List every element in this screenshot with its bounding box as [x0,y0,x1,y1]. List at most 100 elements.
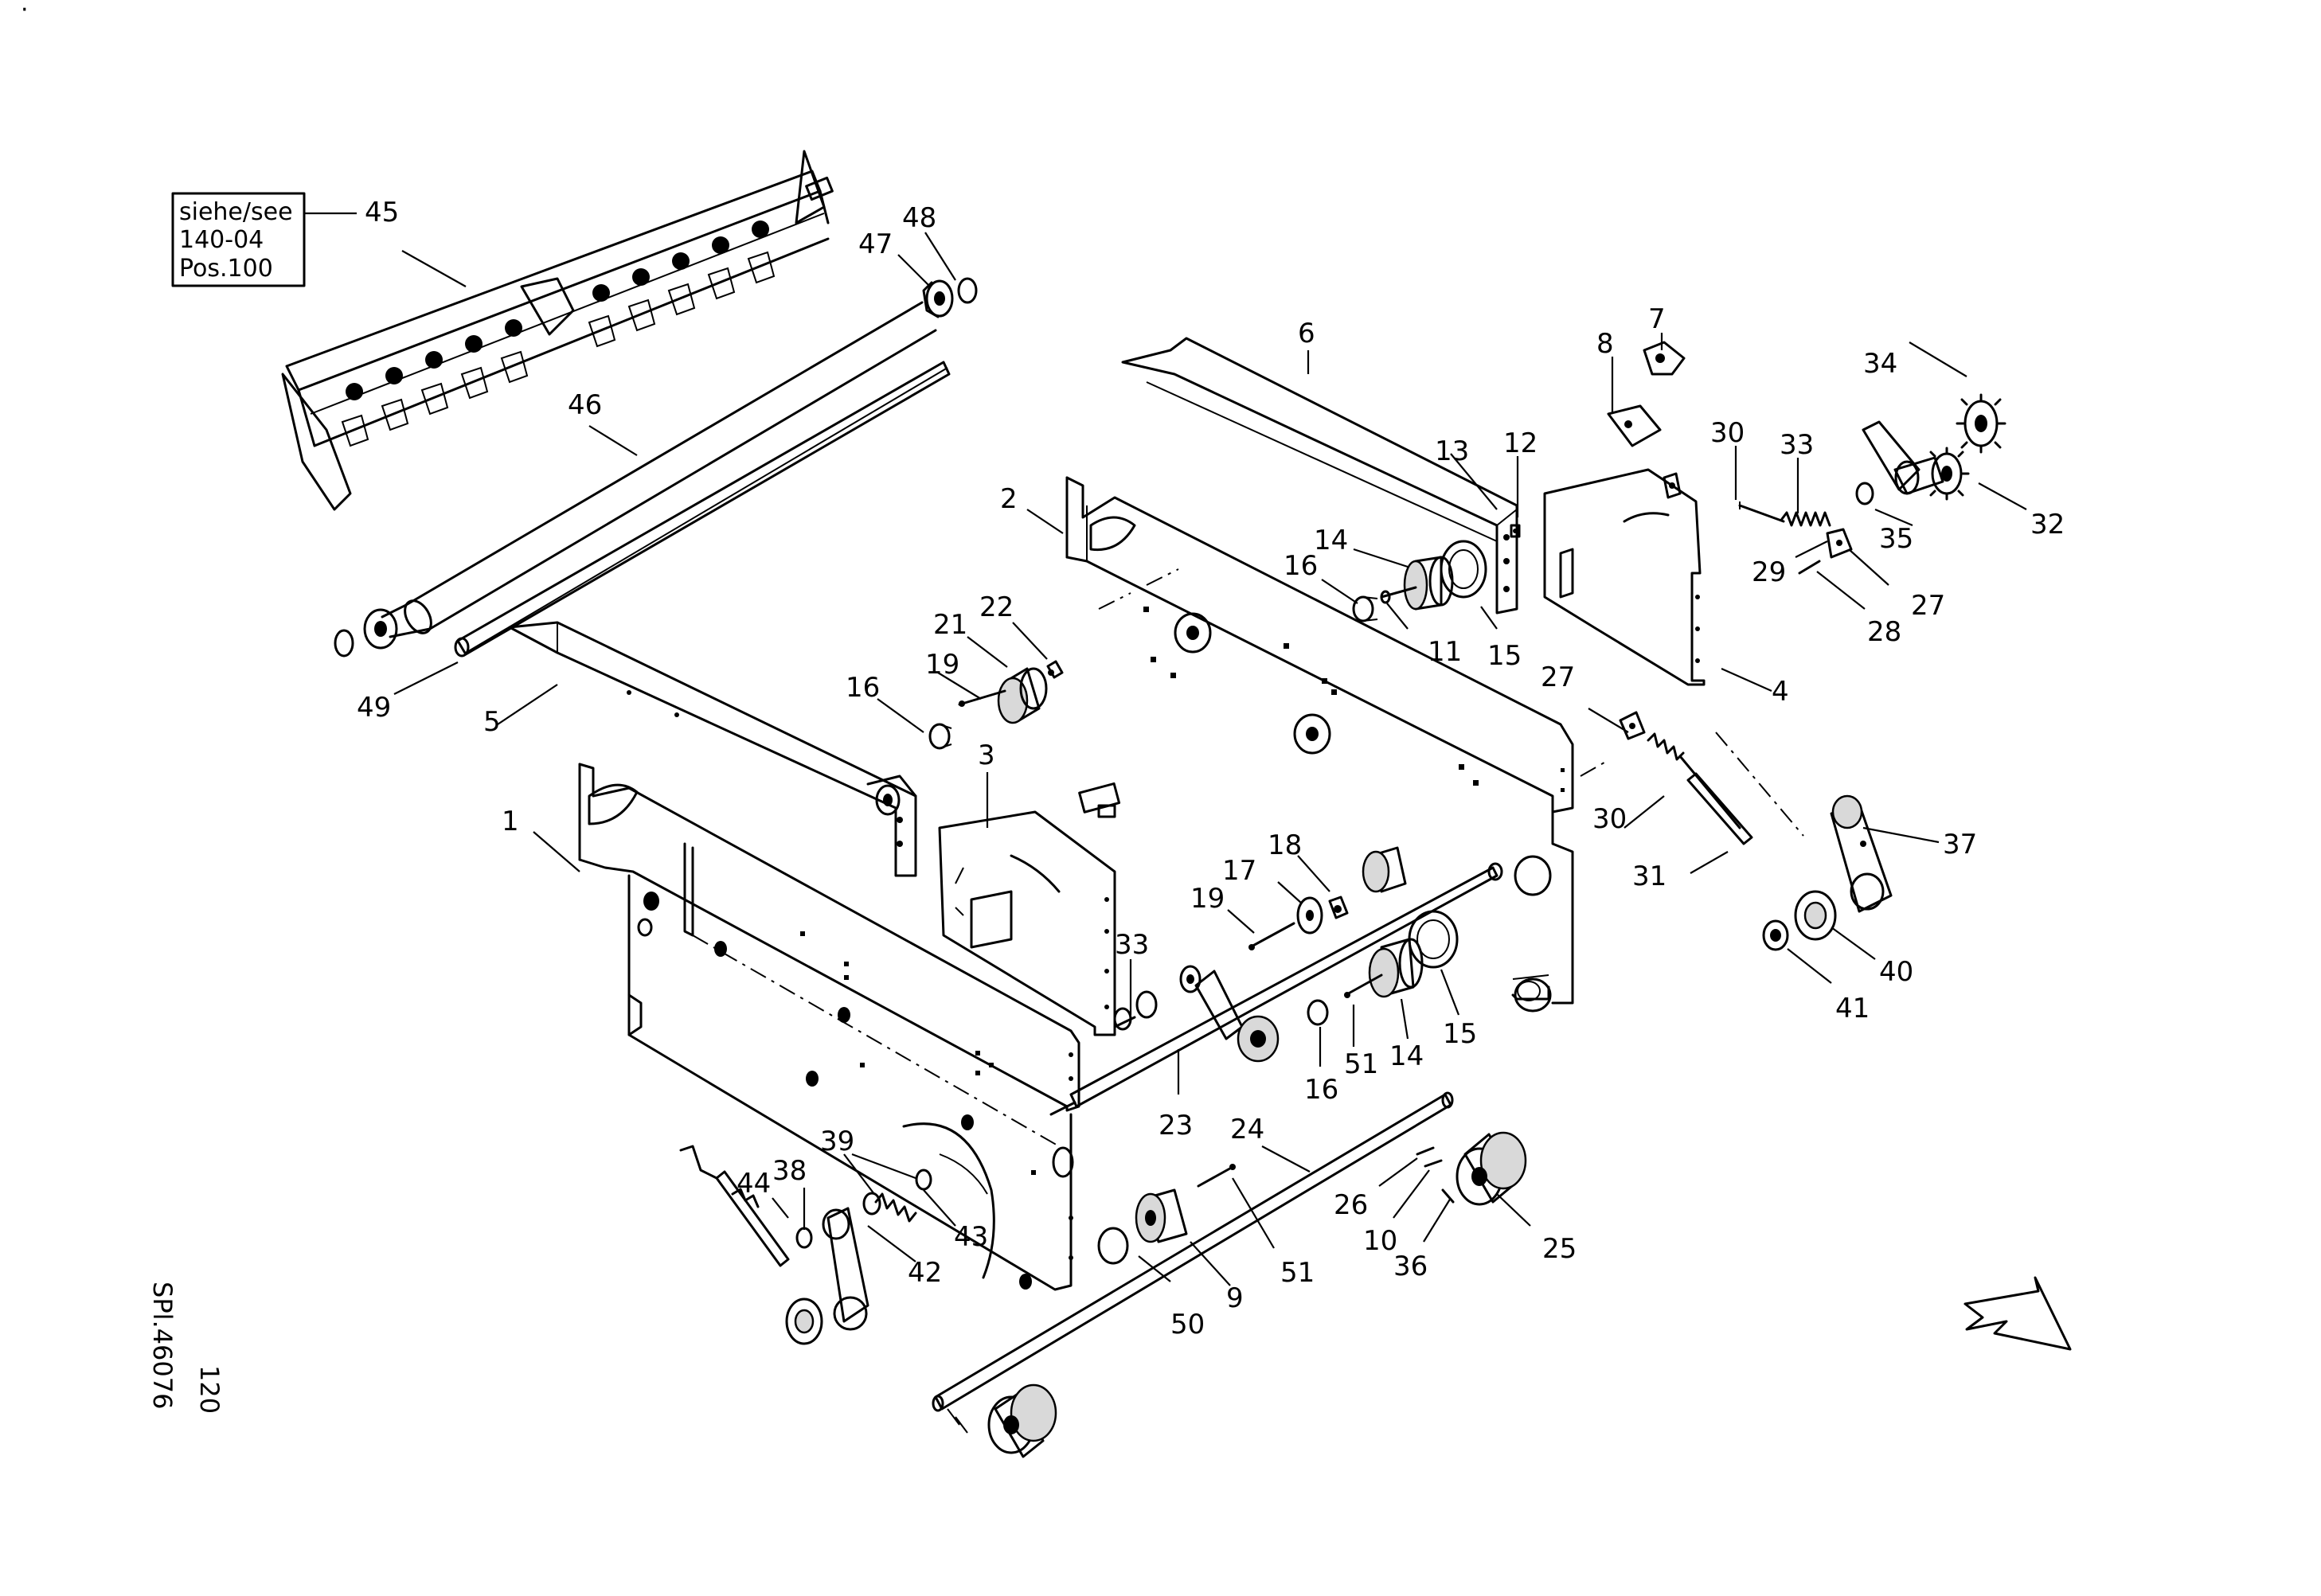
part-42-lever [822,1207,869,1331]
callout-c19a: 19 [925,649,959,681]
part-51-screw-middle [1344,974,1383,998]
callout-c15b: 15 [1443,1018,1477,1050]
part-33-spring [1780,511,1831,527]
side-code: 120 [194,1365,225,1414]
part-30-spring-rod [1738,501,1785,523]
part-14-pulley-middle [1368,938,1424,998]
callout-c45: 45 [365,197,399,228]
part-21-bushing [997,667,1048,724]
part-26-pin [1416,1146,1435,1156]
callout-c17: 17 [1222,855,1256,887]
part-16-cap-upper [1352,595,1378,622]
part-16-cap-upper-left [928,723,952,750]
part-51-screw-lower [1197,1164,1236,1188]
callout-c24: 24 [1230,1114,1264,1145]
callout-c51b: 51 [1280,1257,1315,1289]
part-10-key [1424,1159,1443,1168]
part-19-screw-middle [1248,922,1295,950]
callout-c40: 40 [1879,956,1913,988]
callout-c42: 42 [908,1257,942,1289]
part-4-frame [1543,468,1706,686]
part-35-washer [1855,482,1874,505]
part-34-sprocket [1956,393,2006,454]
callout-c37: 37 [1943,829,1977,860]
part-8-bracket [1607,404,1662,447]
callout-c5: 5 [483,706,501,738]
part-pulley-lower-left [785,1297,823,1345]
part-31-rod [1686,772,1753,845]
callout-c27a: 27 [1911,590,1945,622]
part-40-pulley [1794,890,1837,941]
callout-c39: 39 [820,1126,854,1157]
callout-c11: 11 [1428,636,1462,668]
part-6-plate [1121,337,1518,615]
part-5-plate [508,621,917,877]
part-28-pin [1798,560,1821,575]
callout-c28: 28 [1867,616,1901,648]
part-39-spring [862,1192,917,1223]
part-12-nut [1510,524,1521,538]
callout-c18: 18 [1268,829,1302,861]
callout-c25: 25 [1542,1233,1577,1265]
part-sprocket-2 [1929,447,1970,501]
part-27-bracket-upper [1826,528,1853,559]
callout-c19b: 19 [1190,883,1225,915]
part-2-frame-lower [1511,810,1574,1013]
callout-c41: 41 [1835,993,1870,1024]
reference-line-1: siehe/see [179,198,293,226]
callout-c2: 2 [1000,483,1018,515]
part-44-spring-rod [679,1145,790,1267]
part-38-washer [795,1227,813,1249]
part-15-disc-middle [1408,910,1459,969]
callout-c29: 29 [1752,556,1786,588]
direction-arrow-icon [1963,1276,2072,1351]
callout-c33a: 33 [1780,429,1814,461]
callout-c30b: 30 [1592,803,1627,835]
part-wheel-lower [987,1383,1057,1458]
callout-c27b: 27 [1541,661,1575,693]
part-3-plate [938,782,1121,1036]
callout-c12: 12 [1503,427,1538,459]
callout-c15a: 15 [1487,640,1522,672]
part-30-rod-lower [1647,732,1741,829]
callout-c46: 46 [568,389,602,421]
reference-box-frame [171,192,306,287]
reference-box: siehe/see 140-04 Pos.100 [171,192,306,287]
callout-c13: 13 [1435,435,1469,467]
callout-c31: 31 [1632,860,1667,892]
part-33-screw-lower [1113,965,1202,1031]
callout-c9: 9 [1226,1282,1244,1314]
part-17-washer [1296,896,1323,935]
part-18-nut [1328,896,1349,919]
callout-c14b: 14 [1389,1040,1424,1072]
part-19-screw-upper [958,689,1006,707]
part-50-washer [1097,1227,1129,1265]
callout-c51a: 51 [1344,1048,1378,1080]
leader-45 [401,250,467,287]
part-2-frame [1065,476,1574,814]
part-11-shaft [1380,586,1417,604]
callout-c43: 43 [954,1221,988,1253]
callout-c1: 1 [502,806,519,837]
callout-c38: 38 [772,1155,807,1187]
part-41-nut [1762,919,1789,951]
callout-c33b: 33 [1115,929,1149,961]
callout-c4: 4 [1772,676,1789,708]
part-15-disc-upper [1440,540,1487,599]
callout-c16c: 16 [1304,1074,1338,1106]
part-45-feeder-assembly [281,150,834,511]
callout-c50: 50 [1170,1309,1205,1340]
reference-line-3: Pos.100 [179,255,273,283]
part-32-lever [1862,420,1944,495]
callout-c47: 47 [858,228,893,260]
part-22-nut [1046,660,1064,679]
callout-c34: 34 [1863,348,1897,380]
callout-c3: 3 [978,739,995,771]
callout-c26: 26 [1334,1189,1368,1221]
part-16-cap-middle [1307,999,1329,1026]
part-43-bolt [915,1169,932,1191]
callout-c44: 44 [737,1168,771,1200]
part-46-roller [334,301,937,658]
